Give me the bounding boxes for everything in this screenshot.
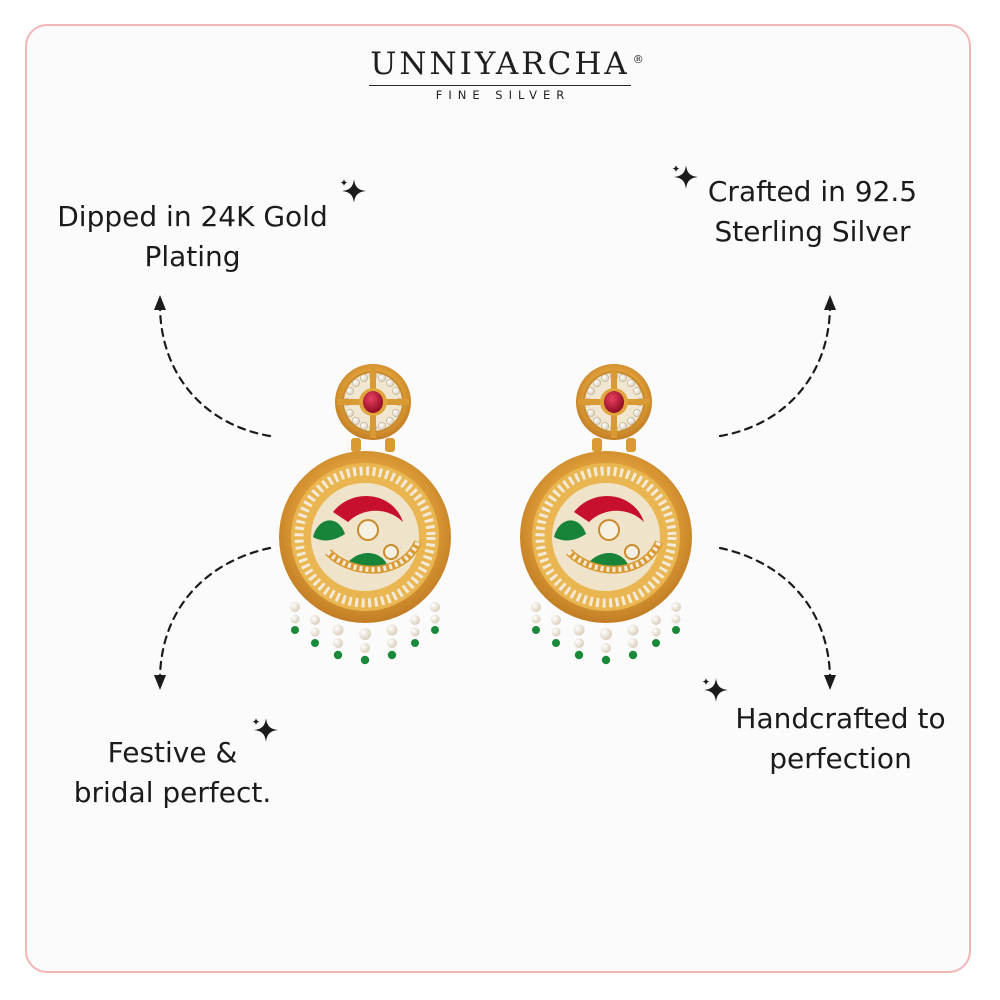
feature-silver-line-1: Crafted in 92.5 [707,175,918,208]
brand-tagline: FINE SILVER [435,88,571,102]
feature-festive-bridal: Festive & bridal perfect. [55,733,290,813]
arrowhead-icon [824,295,836,310]
content-frame [25,24,971,973]
arrowhead-icon [154,295,166,310]
arrowhead-icon [154,675,166,690]
feature-festive-line-1: Festive & [107,736,238,769]
sparkle-icon [702,678,728,702]
dashed-curved-arrow-icon [718,303,832,438]
brand-name: UNNIYARCHA® [370,44,644,84]
arrowhead-icon [824,675,836,690]
feature-silver-line-2: Sterling Silver [714,215,911,248]
right-earring [520,364,692,664]
registered-mark: ® [632,53,644,66]
feature-gold-line-1: Dipped in 24K Gold [57,200,328,233]
feature-sterling-silver: Crafted in 92.5 Sterling Silver [690,172,935,252]
left-earring [279,364,451,664]
feature-handcrafted-line-1: Handcrafted to [735,702,946,735]
dashed-curved-arrow-icon [718,546,832,682]
feature-gold-plating: Dipped in 24K Gold Plating [40,197,345,277]
brand-logo: UNNIYARCHA® FINE SILVER [0,44,1000,102]
brand-rule [369,85,631,86]
dashed-curved-arrow-icon [158,303,272,438]
sparkle-icon [252,718,278,742]
dashed-curved-arrow-icon [158,546,272,682]
feature-gold-line-2: Plating [144,240,241,273]
feature-festive-line-2: bridal perfect. [73,776,272,809]
sparkle-icon [340,179,366,203]
sparkle-icon [672,165,698,189]
feature-handcrafted-line-2: perfection [769,742,912,775]
feature-handcrafted: Handcrafted to perfection [718,699,963,779]
